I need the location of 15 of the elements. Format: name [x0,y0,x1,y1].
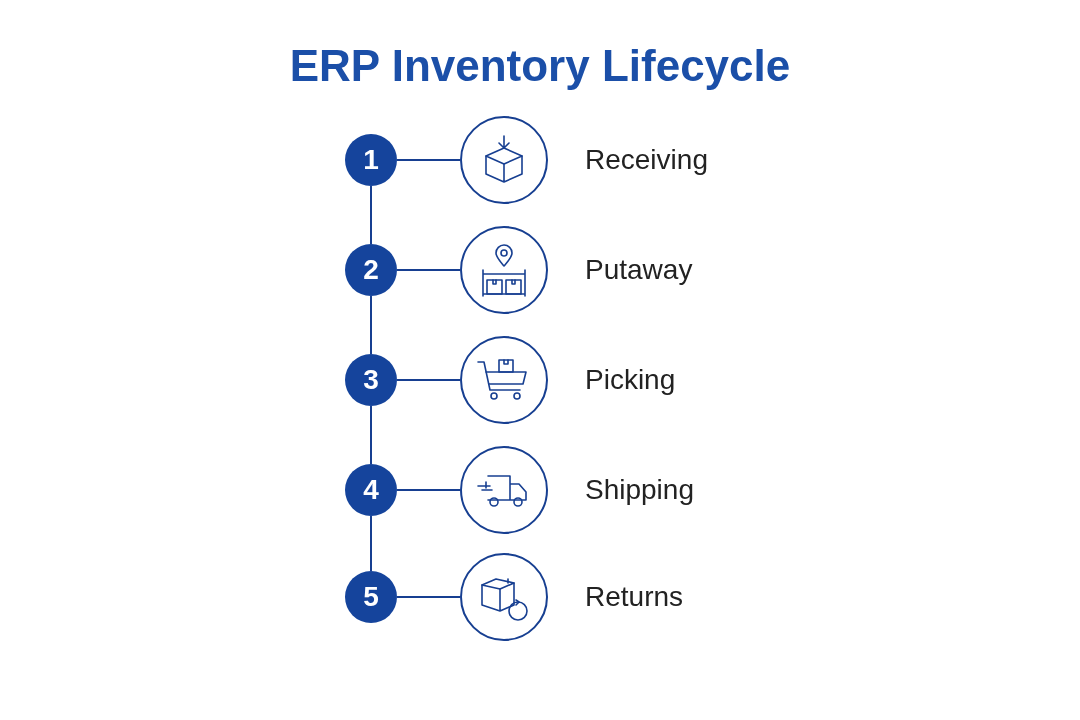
connector-line [396,269,461,271]
step-label: Shipping [585,473,694,507]
connector-line [370,295,372,355]
title: ERP Inventory Lifecycle [288,40,792,92]
connector-line [370,515,372,572]
step-label: Putaway [585,253,693,287]
connector-line [396,159,461,161]
connector-line [370,405,372,465]
step-label: Picking [585,363,676,397]
step-label: Returns [585,580,684,614]
step-label: Receiving [585,143,708,177]
connector-line [370,185,372,245]
connector-line [396,596,461,598]
connector-line [396,489,461,491]
connector-line [396,379,461,381]
